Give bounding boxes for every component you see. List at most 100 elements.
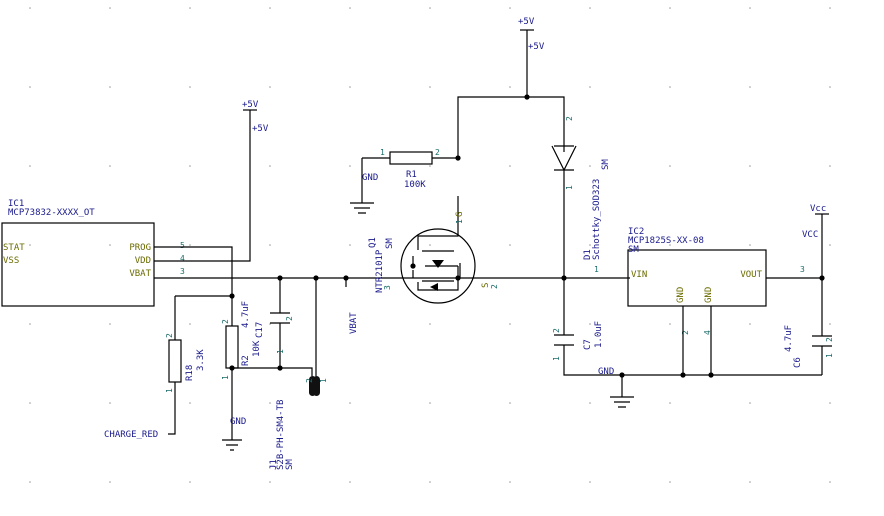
ic1-pin-vbat: VBAT (129, 269, 151, 279)
q1-package: SM (385, 238, 395, 249)
r1-body (389, 151, 433, 165)
grid-dot (349, 402, 351, 404)
j1-ref: J1 (269, 459, 279, 470)
j1-value: S2B-PH-SM4-TB (276, 400, 286, 470)
grid-dot (189, 481, 191, 483)
grid-dot (509, 7, 511, 9)
q1-source: S (481, 283, 491, 288)
r18-pin2: 2 (165, 333, 174, 338)
c17-ref: C17 (255, 322, 265, 338)
grid-dot (109, 86, 111, 88)
grid-dot (589, 481, 591, 483)
c6[interactable]: 2 1 4.7uF C6 (784, 325, 834, 368)
grid-dot (29, 165, 31, 167)
grid-dot (429, 402, 431, 404)
r1-pin2: 2 (435, 148, 440, 157)
grid-dot (829, 7, 831, 9)
grid-dot (29, 86, 31, 88)
grid-dot (669, 165, 671, 167)
ic1-value: MCP73832-XXXX_OT (8, 208, 95, 218)
r2-value: 10K (252, 340, 262, 357)
grid-dot (429, 323, 431, 325)
junctions (229, 94, 825, 378)
grid-dot (829, 165, 831, 167)
grid-dot (109, 244, 111, 246)
r1[interactable]: R1 100K 1 2 (380, 148, 440, 190)
grid-dot (189, 323, 191, 325)
c7[interactable]: 2 1 C7 1.0uF (552, 321, 604, 361)
grid-dot (189, 165, 191, 167)
power-5v-left: +5V +5V (242, 100, 269, 134)
grid-dot (749, 244, 751, 246)
grid-dot (269, 165, 271, 167)
d1-value: Schottky_SOD323 (592, 179, 602, 260)
j1[interactable]: 2 1 J1 S2B-PH-SM4-TB SM (269, 376, 328, 470)
q1-source-pin: 2 (490, 284, 499, 289)
grid-dot (829, 323, 831, 325)
r1-ref: R1 (406, 170, 417, 180)
grid-dot (109, 165, 111, 167)
grid-dot (749, 323, 751, 325)
d1[interactable]: 2 1 D1 Schottky_SOD323 SM (551, 116, 611, 278)
ic1[interactable]: IC1 MCP73832-XXXX_OT STAT VSS PROG VDD V… (1, 199, 185, 307)
d1-ref: D1 (583, 249, 593, 260)
grid-dot (269, 7, 271, 9)
q1-gate-dot (410, 263, 416, 269)
ic2[interactable]: IC2 MCP1825S-XX-08 SM VIN VOUT GND GND 1… (594, 227, 805, 335)
grid-dot (829, 86, 831, 88)
grid-dot (29, 7, 31, 9)
r2-pin1: 1 (221, 375, 230, 380)
ic1-pinnum-vdd: 4 (180, 254, 185, 263)
grid-dot (669, 323, 671, 325)
q1[interactable]: Q1 NTR2101P SM G 1 S 2 3 (368, 196, 499, 304)
grid-dot (749, 481, 751, 483)
gnd-r2-label: GND (230, 417, 246, 427)
wire-ic2-gnd (682, 306, 712, 375)
r18[interactable]: R18 3.3K 2 1 (165, 333, 206, 393)
q1-drain-pin: 3 (383, 285, 392, 290)
ic1-pinnum-vbat: 3 (180, 267, 185, 276)
c17[interactable]: C17 4.7uF 2 1 (241, 301, 294, 354)
grid-dot (349, 244, 351, 246)
wire-vdd (154, 110, 251, 262)
ic2-pinnum-gnd2: 4 (703, 330, 712, 335)
grid-dot (429, 244, 431, 246)
ic1-ref: IC1 (8, 199, 24, 209)
q1-source-dot (455, 275, 461, 281)
ic2-pinnum-gnd1: 2 (681, 330, 690, 335)
net-vbat: VBAT (349, 312, 359, 334)
power-5v-top-label: +5V (518, 17, 535, 27)
grid-dot (429, 481, 431, 483)
grid-dot (669, 86, 671, 88)
grid-dot (349, 86, 351, 88)
grid-dot (429, 165, 431, 167)
grid-dot (269, 402, 271, 404)
gnd-r1: GND (350, 173, 378, 214)
r18-body (168, 339, 182, 383)
c6-pin1: 1 (825, 353, 834, 358)
q1-arrow (432, 260, 444, 268)
power-5v-left-label: +5V (242, 100, 259, 110)
ic2-pin-vout: VOUT (740, 270, 762, 280)
grid-dot (589, 86, 591, 88)
c6-plates (812, 335, 832, 347)
grid-dot (109, 323, 111, 325)
j1-package: SM (285, 459, 295, 470)
r1-pin1: 1 (380, 148, 385, 157)
ic2-pin-vin: VIN (631, 270, 647, 280)
grid-dot (749, 86, 751, 88)
ic2-pinnum-vout: 3 (800, 265, 805, 274)
grid-dot (509, 323, 511, 325)
ic2-package: SM (628, 245, 639, 255)
c6-pin2: 2 (825, 337, 834, 342)
grid-dot (189, 244, 191, 246)
c7-plates (554, 334, 574, 346)
ic2-value: MCP1825S-XX-08 (628, 236, 704, 246)
wire-r1 (361, 157, 458, 203)
ic2-pinnum-vin: 1 (594, 265, 599, 274)
wire-prog (154, 246, 233, 296)
ic2-pin-gnd2: GND (704, 287, 714, 303)
d1-pin2: 2 (565, 116, 574, 121)
c17-value: 4.7uF (241, 301, 251, 328)
q1-gate: G (455, 212, 465, 217)
